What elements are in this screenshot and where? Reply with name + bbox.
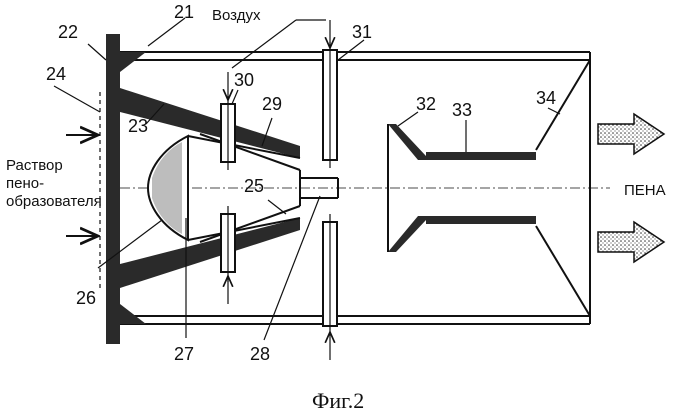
- dome-26: [148, 136, 188, 240]
- figure-caption: Фиг.2: [312, 388, 364, 413]
- part-32: 32: [416, 94, 436, 114]
- solution-label-2: пено-: [6, 175, 44, 192]
- flange-22: [106, 34, 120, 344]
- part-23: 23: [128, 116, 148, 136]
- part-30: 30: [234, 70, 254, 90]
- part-28: 28: [250, 344, 270, 364]
- part-33: 33: [452, 100, 472, 120]
- inlet-arrows: [66, 92, 100, 290]
- part-25: 25: [244, 176, 264, 196]
- part-34: 34: [536, 88, 556, 108]
- part-27: 27: [174, 344, 194, 364]
- part-26: 26: [76, 288, 96, 308]
- solution-label-1: Раствор: [6, 157, 63, 174]
- foam-label: ПЕНА: [624, 182, 666, 199]
- air-tubes-31: [323, 20, 337, 360]
- part-22: 22: [58, 22, 78, 42]
- air-label: Воздух: [212, 7, 261, 24]
- part-24: 24: [46, 64, 66, 84]
- solution-label-3: образователя: [6, 193, 102, 210]
- part-29: 29: [262, 94, 282, 114]
- part-31: 31: [352, 22, 372, 42]
- part-21: 21: [174, 2, 194, 22]
